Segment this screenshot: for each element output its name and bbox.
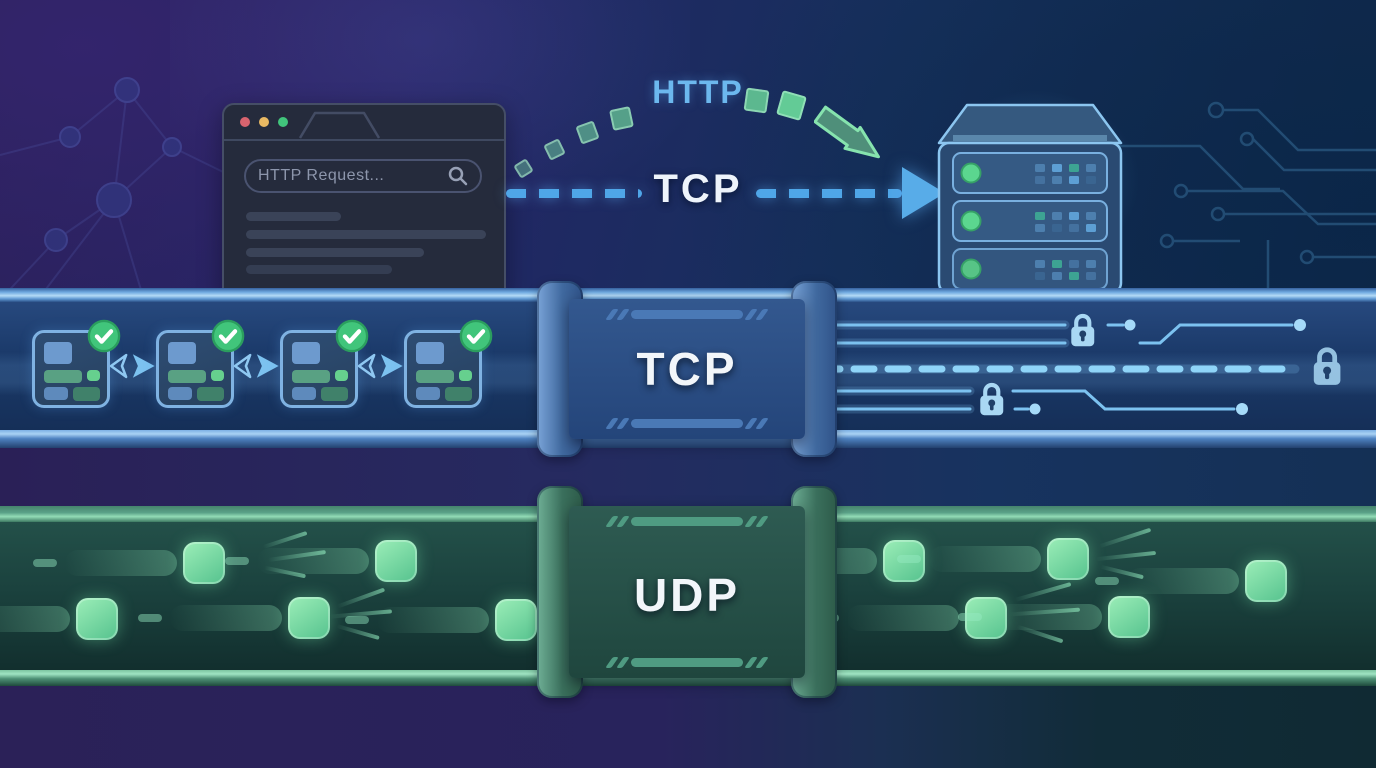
- checkmark-icon: [459, 319, 493, 353]
- packet-block: [168, 387, 192, 400]
- tcp-pipe-bottom-rim: [0, 430, 1376, 448]
- udp-packet: [0, 598, 118, 640]
- udp-packet: [897, 538, 1089, 580]
- coupling-accent: [605, 309, 769, 320]
- coupling-accent: [605, 516, 769, 527]
- udp-packet: [815, 597, 1007, 639]
- udp-pipe-label: UDP: [633, 569, 741, 621]
- traffic-light-red: [240, 117, 250, 127]
- tcp-arrowhead-icon: [902, 167, 945, 219]
- tcp-packet: [280, 319, 369, 408]
- content-placeholder-line: [246, 212, 341, 221]
- url-text: HTTP Request...: [258, 167, 385, 184]
- tcp-packet: [404, 319, 493, 408]
- traffic-light-yellow: [259, 117, 269, 127]
- udp-coupling: UDP: [537, 486, 837, 698]
- coupling-slab: TCP: [569, 299, 805, 439]
- content-placeholder-line: [246, 265, 392, 274]
- tcp-secure-channel: [830, 288, 1376, 448]
- ack-exchange-icon: [106, 348, 158, 384]
- search-icon: [448, 166, 468, 186]
- http-dash: [776, 90, 807, 121]
- bottom-band: [0, 686, 1376, 768]
- coupling-accent: [605, 657, 769, 668]
- tcp-pipe-top-rim: [0, 288, 1376, 302]
- tcp-dashed-line: [756, 189, 902, 198]
- packet-block: [197, 387, 224, 401]
- packet-block: [445, 387, 472, 401]
- browser-window: HTTP Request...: [222, 103, 506, 297]
- tcp-packet: [156, 319, 245, 408]
- coupling-slab: UDP: [569, 506, 805, 678]
- packet-block: [44, 342, 72, 364]
- browser-tab-outline: [298, 111, 381, 139]
- tcp-pipe-label: TCP: [636, 343, 738, 395]
- ack-exchange-icon: [354, 348, 406, 384]
- checkmark-icon: [87, 319, 121, 353]
- tcp-dashed-line: [506, 189, 642, 198]
- lock-icon: [1071, 316, 1094, 346]
- packet-block: [292, 342, 320, 364]
- udp-packet: [1095, 560, 1287, 602]
- packet-block: [168, 342, 196, 364]
- packet-block: [73, 387, 100, 401]
- http-arrow-icon: [814, 105, 880, 159]
- packet-block: [292, 387, 316, 400]
- server-rack: [937, 103, 1123, 293]
- browser-topbar: [224, 105, 504, 141]
- udp-pipe-bottom-rim: [0, 670, 1376, 686]
- http-dash: [743, 87, 770, 114]
- packet-block: [292, 370, 330, 383]
- ack-exchange-icon: [230, 348, 282, 384]
- tcp-packet: [32, 319, 121, 408]
- packet-block: [321, 387, 348, 401]
- udp-packet: [33, 542, 225, 584]
- url-bar: HTTP Request...: [244, 159, 482, 193]
- coupling-accent: [605, 418, 769, 429]
- packet-block: [459, 370, 472, 381]
- checkmark-icon: [335, 319, 369, 353]
- http-dash: [609, 106, 634, 131]
- tcp-connection-label: TCP: [653, 167, 743, 211]
- content-placeholder-line: [246, 248, 424, 257]
- packet-block: [416, 342, 444, 364]
- checkmark-icon: [211, 319, 245, 353]
- packet-block: [416, 387, 440, 400]
- packet-block: [44, 370, 82, 383]
- tcp-coupling: TCP: [537, 281, 837, 457]
- packet-block: [168, 370, 206, 383]
- packet-block: [44, 387, 68, 400]
- udp-packet: [958, 596, 1150, 638]
- packet-block: [335, 370, 348, 381]
- packet-block: [211, 370, 224, 381]
- circuit-traces-right: [1100, 101, 1376, 296]
- udp-packet: [138, 597, 330, 639]
- packet-block: [87, 370, 100, 381]
- http-label: HTTP: [652, 74, 744, 110]
- content-placeholder-line: [246, 230, 486, 239]
- udp-packet: [345, 599, 537, 641]
- udp-packet: [225, 540, 417, 582]
- lock-icon: [1314, 350, 1341, 385]
- gap-band: [0, 446, 1376, 506]
- traffic-light-green: [278, 117, 288, 127]
- packet-block: [416, 370, 454, 383]
- lock-icon: [980, 385, 1003, 415]
